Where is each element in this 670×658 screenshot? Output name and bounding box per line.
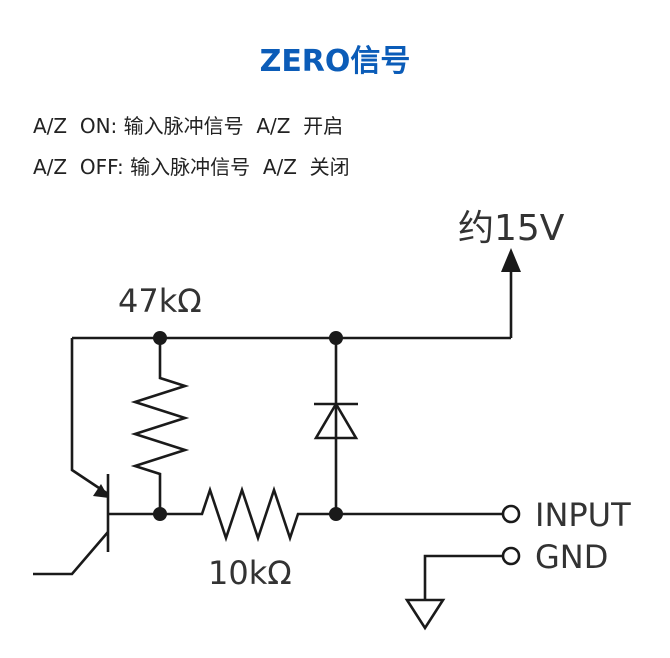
junction-dot [153,331,167,345]
resistor-10k-label: 10kΩ [208,554,292,592]
description-on: A/Z ON: 输入脉冲信号 A/Z 开启 [33,114,344,138]
supply-label: 约15V [458,208,565,249]
resistor-47k [130,338,190,514]
gnd-wire [423,554,503,600]
gnd-label: GND [535,538,608,576]
transistor-emitter-leg [33,531,109,576]
terminal-input [501,504,521,524]
supply-arrowhead [501,248,521,272]
ground-symbol [404,598,446,631]
resistor-10k [160,485,336,543]
collector-wire [70,338,109,496]
diode-triangle [313,401,359,440]
input-label: INPUT [535,496,631,534]
resistor-47k-label: 47kΩ [118,282,202,320]
description-off: A/Z OFF: 输入脉冲信号 A/Z 关闭 [33,155,350,179]
junction-dot [329,331,343,345]
junction-dot [329,507,343,521]
junction-dot [153,507,167,521]
transistor-emitter-arrow [93,484,109,498]
page-title: ZERO信号 [259,44,411,79]
terminal-gnd [501,546,521,566]
